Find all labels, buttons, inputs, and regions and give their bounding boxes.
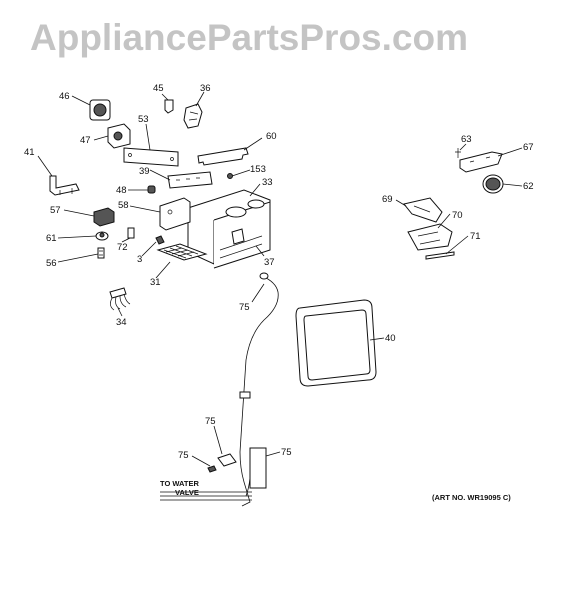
label-33[interactable]: 33 (262, 177, 273, 188)
label-47[interactable]: 47 (80, 135, 91, 146)
part-60-handle[interactable] (197, 147, 249, 166)
part-72-switch[interactable] (127, 227, 135, 239)
label-75-right[interactable]: 75 (281, 447, 292, 458)
part-46-knob[interactable] (89, 99, 111, 121)
label-45[interactable]: 45 (153, 83, 164, 94)
part-36-bracket[interactable] (183, 103, 203, 129)
label-61[interactable]: 61 (46, 233, 57, 244)
part-61-thermostat[interactable] (95, 231, 109, 241)
part-53-cover-panel[interactable] (123, 147, 179, 167)
part-40-gasket[interactable] (295, 299, 377, 387)
part-153-screw[interactable] (227, 173, 233, 179)
part-57-housing[interactable] (93, 207, 115, 227)
label-56[interactable]: 56 (46, 258, 57, 269)
label-37[interactable]: 37 (264, 257, 275, 268)
label-75-top[interactable]: 75 (239, 302, 250, 313)
label-57[interactable]: 57 (50, 205, 61, 216)
part-75-water-tube[interactable] (160, 272, 279, 507)
label-48[interactable]: 48 (116, 185, 127, 196)
part-67-bracket[interactable] (459, 151, 503, 173)
label-46[interactable]: 46 (59, 91, 70, 102)
part-62-cap[interactable] (482, 174, 504, 194)
note-to-water-line2: VALVE (175, 488, 199, 497)
part-58-mounting-plate[interactable] (159, 197, 191, 231)
label-40[interactable]: 40 (385, 333, 396, 344)
label-41[interactable]: 41 (24, 147, 35, 158)
part-34-wire-harness[interactable] (109, 287, 131, 311)
part-70-housing[interactable] (407, 223, 453, 251)
part-shapes (49, 99, 504, 507)
part-71-rod[interactable] (425, 251, 455, 260)
label-62[interactable]: 62 (523, 181, 534, 192)
label-36[interactable]: 36 (200, 83, 211, 94)
part-69-cover[interactable] (403, 197, 443, 223)
note-to-water-line1: TO WATER (160, 479, 199, 488)
label-60[interactable]: 60 (266, 131, 277, 142)
label-34[interactable]: 34 (116, 317, 127, 328)
leader-lines (37, 91, 523, 467)
part-47-motor[interactable] (107, 123, 131, 149)
label-72[interactable]: 72 (117, 242, 128, 253)
label-75-mid[interactable]: 75 (205, 416, 216, 427)
part-33-ice-maker-body[interactable] (187, 189, 271, 269)
part-39-control-board[interactable] (167, 171, 213, 189)
part-31-tray[interactable] (156, 243, 208, 261)
label-69[interactable]: 69 (382, 194, 393, 205)
label-63[interactable]: 63 (461, 134, 472, 145)
part-63-screw[interactable] (455, 148, 461, 158)
label-70[interactable]: 70 (452, 210, 463, 221)
part-labels: 46 45 36 53 60 47 41 39 153 33 48 58 57 … (24, 83, 534, 461)
label-153[interactable]: 153 (250, 164, 266, 175)
part-45-clip[interactable] (164, 99, 174, 114)
part-3-fitting[interactable] (155, 235, 165, 245)
label-3[interactable]: 3 (137, 254, 142, 265)
label-67[interactable]: 67 (523, 142, 534, 153)
part-41-arm[interactable] (49, 175, 80, 196)
label-71[interactable]: 71 (470, 231, 481, 242)
label-31[interactable]: 31 (150, 277, 161, 288)
art-number: (ART NO. WR19095 C) (432, 493, 511, 502)
part-56-connector[interactable] (97, 247, 105, 259)
label-75-low[interactable]: 75 (178, 450, 189, 461)
label-39[interactable]: 39 (139, 166, 150, 177)
label-58[interactable]: 58 (118, 200, 129, 211)
watermark-text: AppliancePartsPros.com (30, 17, 468, 58)
part-48-cam[interactable] (147, 185, 156, 194)
label-53[interactable]: 53 (138, 114, 149, 125)
